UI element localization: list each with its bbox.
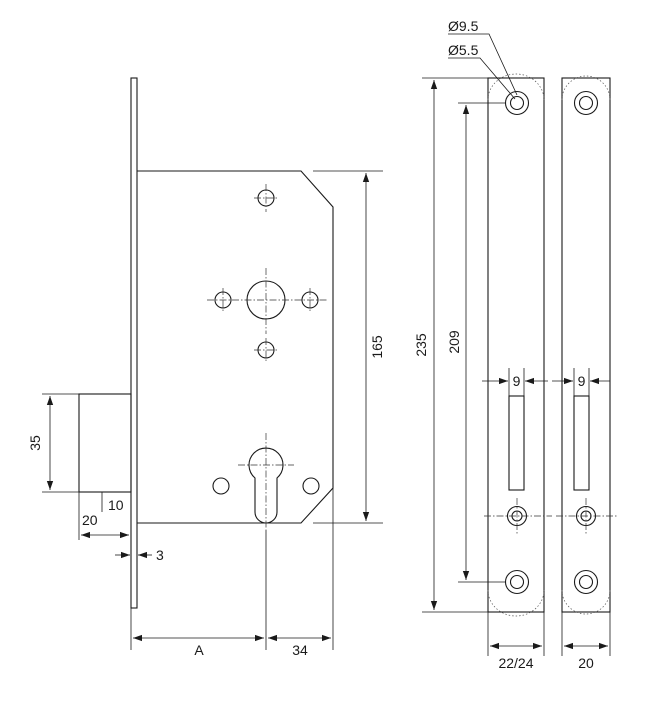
dim-label-22-24: 22/24 — [498, 655, 533, 671]
strike-screw-hole-top — [573, 90, 599, 116]
leader-95 — [448, 33, 518, 96]
dim-label-35: 35 — [27, 435, 43, 451]
faceplate-screw-hole-top — [504, 90, 530, 116]
cylinder-hole — [212, 433, 320, 530]
dim-label-209: 209 — [446, 330, 462, 354]
dim-label-3: 3 — [156, 547, 164, 563]
faceplate-front-view: 235 209 Ø9.5 Ø5.5 9 22/24 — [413, 18, 552, 671]
spindle-hole — [207, 268, 328, 334]
faceplate-screw-hole-bottom — [504, 569, 530, 595]
leader-55 — [448, 57, 516, 100]
strike-plate-view: 9 20 — [552, 75, 618, 671]
dim-label-hole-inner: Ø5.5 — [448, 42, 479, 58]
dim-label-hole-outer: Ø9.5 — [448, 18, 479, 34]
dim-label-a: A — [194, 642, 204, 658]
dim-label-9-strike: 9 — [578, 373, 586, 389]
dim-label-9-front: 9 — [513, 373, 521, 389]
dim-label-10: 10 — [108, 497, 124, 513]
dim-label-20: 20 — [82, 512, 98, 528]
faceplate-latch-slot — [508, 395, 525, 491]
strike-latch-slot — [573, 395, 590, 491]
faceplate-side — [130, 77, 138, 609]
mounting-hole-middle — [254, 338, 278, 362]
faceplate-front — [487, 77, 545, 613]
dim-label-20-strike: 20 — [578, 655, 594, 671]
dim-label-165: 165 — [369, 335, 385, 359]
latch-bolt — [78, 393, 132, 493]
dim-label-235: 235 — [413, 333, 429, 357]
strike-center-hole — [556, 498, 618, 534]
faceplate-center-hole — [484, 498, 552, 534]
strike-screw-hole-bottom — [573, 569, 599, 595]
strike-plate — [561, 77, 611, 613]
dim-label-34: 34 — [292, 642, 308, 658]
lock-case — [137, 170, 334, 524]
mounting-hole-top — [254, 184, 278, 212]
lock-side-view: 165 35 20 10 3 A 34 — [27, 77, 385, 658]
